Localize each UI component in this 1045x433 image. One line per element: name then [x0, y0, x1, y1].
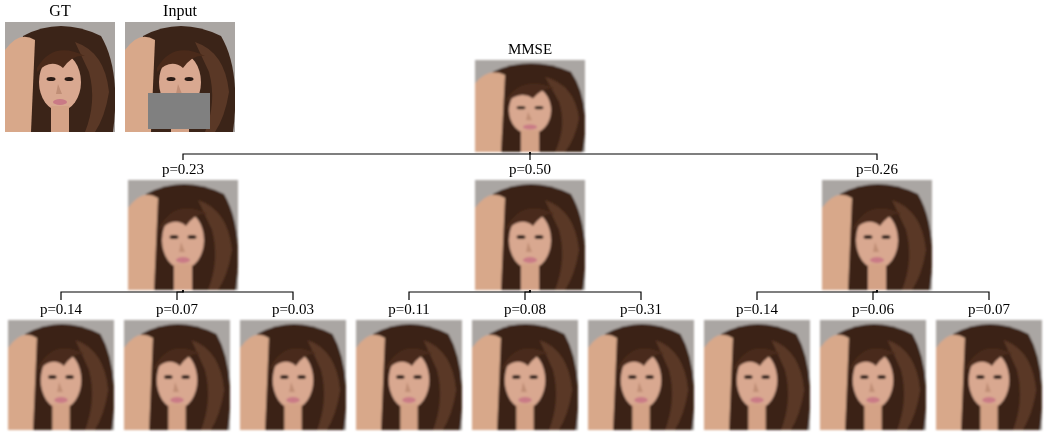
image-node: p=0.26: [822, 160, 932, 290]
image-node: p=0.03: [240, 300, 346, 430]
probability-label: p=0.08: [472, 300, 578, 320]
image-node: p=0.07: [936, 300, 1042, 430]
image-node: p=0.06: [820, 300, 926, 430]
image-heading: GT: [5, 2, 115, 22]
image-node: p=0.08: [472, 300, 578, 430]
tree-branch: [530, 290, 641, 300]
tree-branch: [525, 290, 530, 300]
image-node: p=0.14: [8, 300, 114, 430]
tree-branch: [177, 290, 183, 300]
tree-branch: [877, 290, 989, 300]
probability-label: p=0.07: [936, 300, 1042, 320]
probability-label: p=0.07: [124, 300, 230, 320]
tree-branch: [61, 290, 183, 300]
image-node: p=0.07: [124, 300, 230, 430]
image-node: p=0.11: [356, 300, 462, 430]
tree-branch: [530, 152, 877, 160]
probability-label: p=0.26: [822, 160, 932, 180]
ground-truth-photo: [5, 22, 115, 132]
tree-branch: [183, 152, 530, 160]
image-node: Input: [125, 2, 235, 132]
probability-label: p=0.14: [8, 300, 114, 320]
probability-label: p=0.31: [588, 300, 694, 320]
image-heading: MMSE: [475, 40, 585, 60]
restored-photos: [8, 60, 1042, 430]
image-node: p=0.50: [475, 160, 585, 290]
tree-branch: [183, 290, 293, 300]
probability-label: p=0.14: [704, 300, 810, 320]
probability-label: p=0.50: [475, 160, 585, 180]
image-node: p=0.23: [128, 160, 238, 290]
image-node: p=0.31: [588, 300, 694, 430]
image-node: GT: [5, 2, 115, 132]
probability-label: p=0.06: [820, 300, 926, 320]
probability-label: p=0.23: [128, 160, 238, 180]
image-heading: Input: [125, 2, 235, 22]
tree-branch: [409, 290, 530, 300]
probability-label: p=0.03: [240, 300, 346, 320]
tree-branch: [757, 290, 877, 300]
image-node: p=0.14: [704, 300, 810, 430]
image-node: MMSE: [475, 40, 585, 152]
probability-label: p=0.11: [356, 300, 462, 320]
masked-input-photo: [125, 22, 235, 132]
